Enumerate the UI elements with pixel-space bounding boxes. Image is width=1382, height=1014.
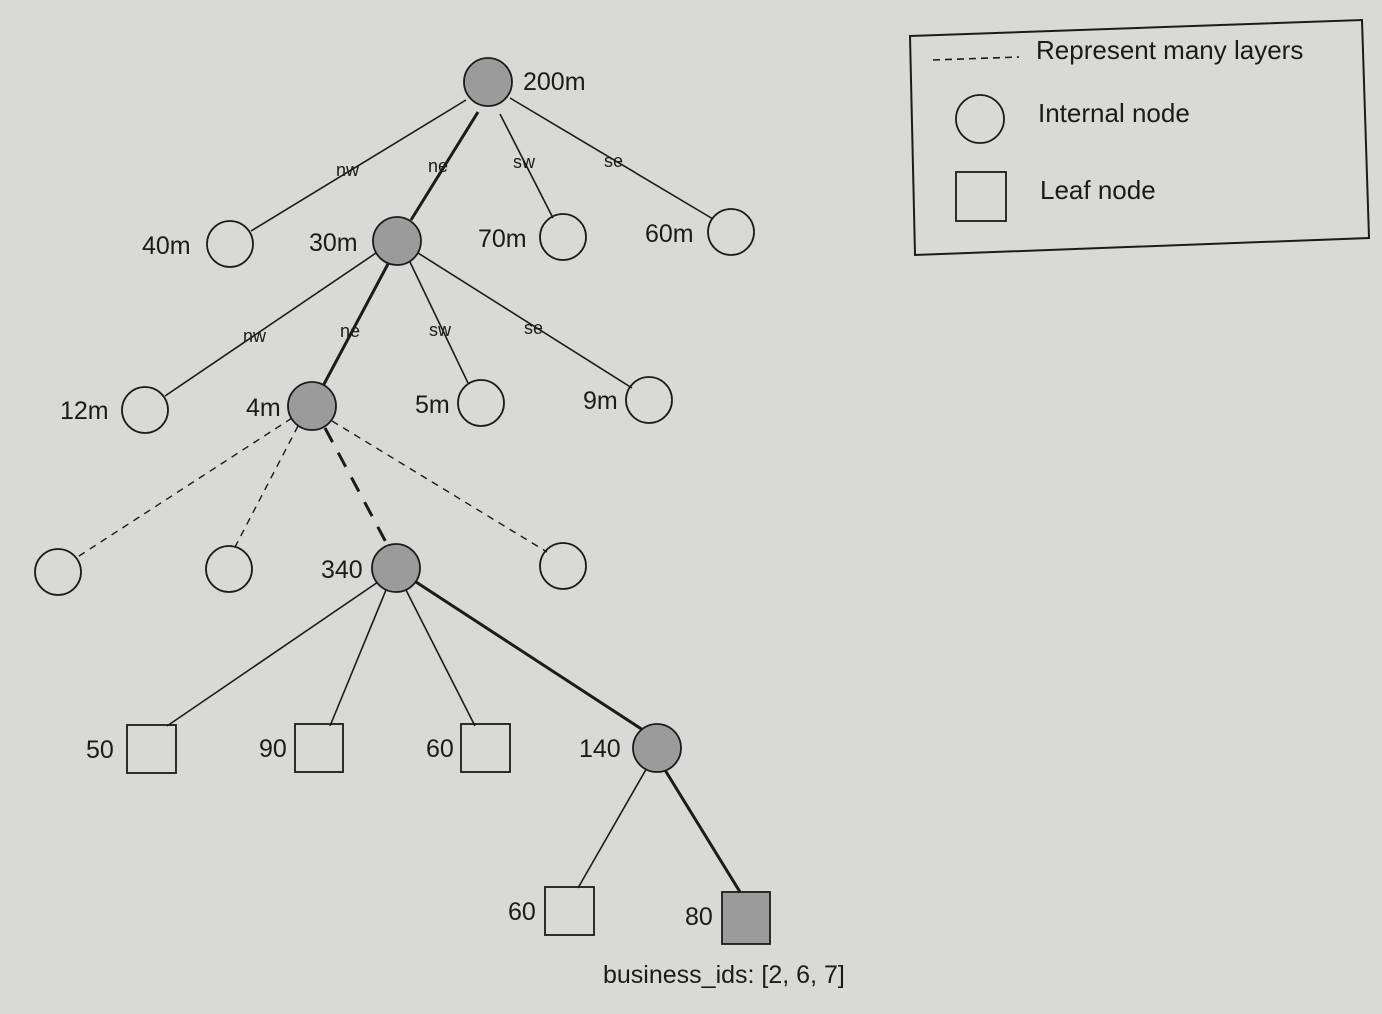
edge-label-root-se: se: [604, 151, 623, 171]
dashed-edge-3: [323, 427, 390, 547]
label-40m: 40m: [142, 232, 191, 260]
legend-dashed-label: Represent many layers: [1036, 35, 1303, 65]
edge-label-root-nw: nw: [336, 160, 360, 180]
node-70m: [539, 213, 587, 261]
label-root: 200m: [523, 68, 586, 96]
node-root: [463, 57, 513, 107]
edge-labels: nw ne sw se nw ne sw se: [243, 151, 623, 346]
leaf-60b: [544, 886, 595, 936]
label-leaf-90: 90: [259, 735, 287, 763]
node-40m: [206, 220, 254, 268]
edge-340-90: [329, 589, 387, 727]
node-60m: [707, 208, 755, 256]
label-leaf-50: 50: [86, 736, 114, 764]
label-leaf-60b: 60: [508, 898, 536, 926]
dashed-edge-2: [233, 425, 299, 550]
dashed-edge-4: [331, 420, 548, 553]
label-9m: 9m: [583, 387, 618, 415]
leaf-60a: [460, 723, 511, 773]
tree-edges: [75, 97, 742, 893]
label-12m: 12m: [60, 397, 109, 425]
label-30m: 30m: [309, 229, 358, 257]
legend-internal-icon: [955, 94, 1005, 144]
label-70m: 70m: [478, 225, 527, 253]
legend-leaf-label: Leaf node: [1040, 175, 1156, 205]
edge-label-root-ne: ne: [428, 156, 448, 176]
edge-l1-nw: [164, 252, 377, 397]
leaf-nodes: [126, 723, 771, 945]
edge-140-80: [663, 769, 742, 893]
legend-internal-label: Internal node: [1038, 98, 1190, 128]
label-5m: 5m: [415, 391, 450, 419]
node-140: [632, 723, 682, 773]
dashed-edge-1: [75, 417, 293, 559]
node-dashed-1: [34, 548, 82, 596]
edge-label-l1-ne: ne: [340, 321, 360, 341]
label-140: 140: [579, 735, 621, 763]
edge-label-l1-sw: sw: [429, 320, 452, 340]
edge-l1-ne: [321, 261, 391, 387]
label-leaf-80: 80: [685, 903, 713, 931]
legend: Represent many layers Internal node Leaf…: [908, 18, 1371, 257]
edge-l1-sw: [409, 261, 469, 384]
label-340: 340: [321, 556, 363, 584]
node-dashed-2: [205, 545, 253, 593]
legend-box: [908, 18, 1371, 257]
node-4m: [287, 381, 337, 431]
node-5m: [457, 379, 505, 427]
business-ids-label: business_ids: [2, 6, 7]: [603, 961, 845, 989]
node-12m: [121, 386, 169, 434]
edge-340-50: [166, 581, 379, 727]
edge-340-60: [405, 589, 476, 727]
label-4m: 4m: [246, 394, 281, 422]
node-9m: [625, 376, 673, 424]
label-60m: 60m: [645, 220, 694, 248]
node-labels: 200m 40m 30m 70m 60m 12m 4m 5m 9m 340 50…: [60, 68, 845, 989]
edge-label-root-sw: sw: [513, 152, 536, 172]
edge-root-nw: [250, 99, 467, 232]
edge-root-ne: [409, 111, 480, 221]
node-30m: [372, 216, 422, 266]
edge-140-60: [577, 765, 649, 889]
edge-label-l1-se: se: [524, 318, 543, 338]
leaf-80: [721, 891, 771, 945]
legend-leaf-icon: [955, 171, 1007, 222]
edge-340-140: [415, 580, 644, 732]
open-nodes: [34, 208, 755, 596]
node-dashed-3: [539, 542, 587, 590]
leaf-90: [294, 723, 344, 773]
legend-dashed-line: [932, 56, 1020, 61]
edge-label-l1-nw: nw: [243, 326, 267, 346]
internal-nodes: [287, 57, 682, 773]
label-leaf-60a: 60: [426, 735, 454, 763]
node-340: [371, 543, 421, 593]
edge-root-se: [509, 97, 714, 220]
edge-l1-se: [417, 252, 633, 389]
edge-root-sw: [499, 113, 554, 219]
leaf-50: [126, 724, 177, 774]
